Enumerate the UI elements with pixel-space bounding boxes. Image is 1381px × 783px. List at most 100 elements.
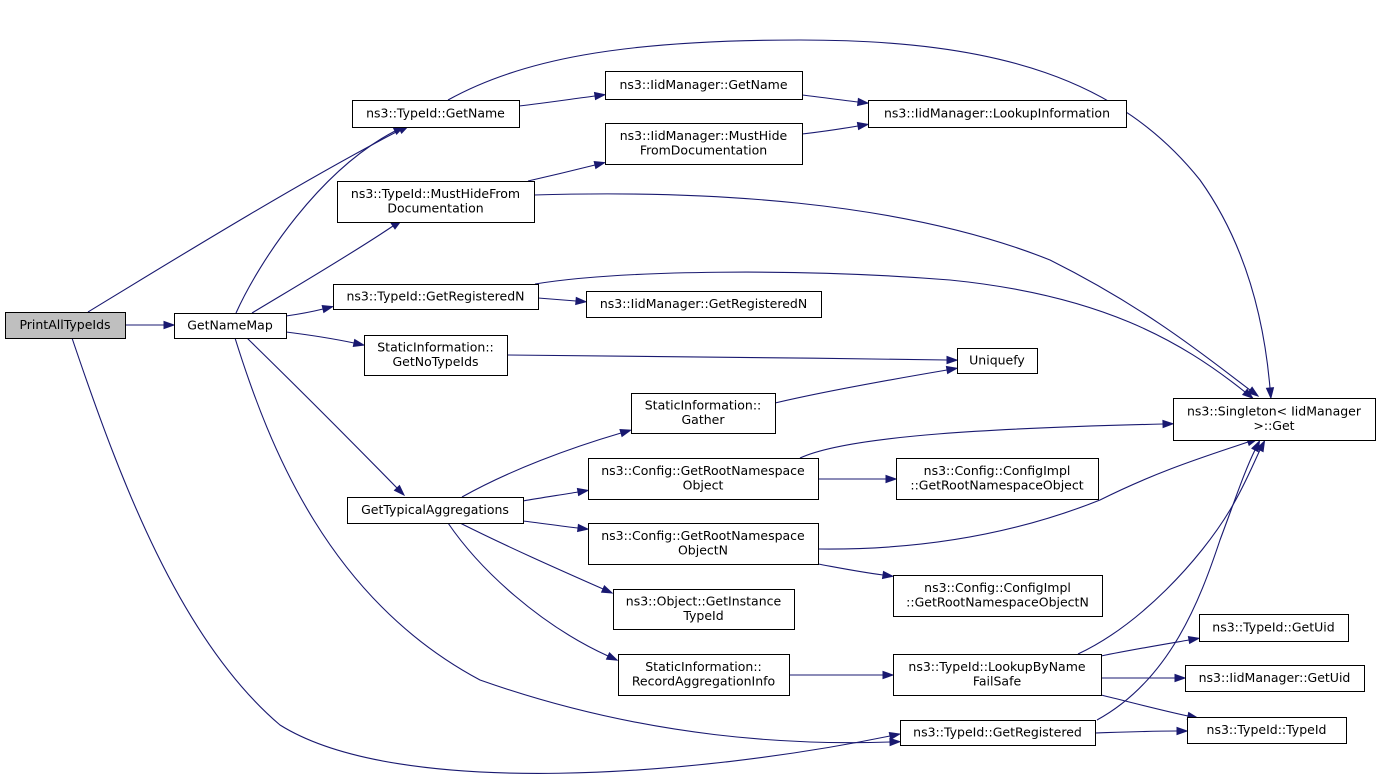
edge-line [1096,449,1256,721]
node-label-line: ns3::IidManager::GetName [619,77,787,92]
edge-line [801,125,859,135]
node-box[interactable] [588,458,819,500]
edge-line [447,522,609,657]
node-IidManager_GetRegisteredN[interactable]: ns3::IidManager::GetRegisteredN [586,291,822,318]
node-box[interactable] [352,100,520,128]
node-IidManager_MustHide[interactable]: ns3::IidManager::MustHideFromDocumentati… [605,123,803,165]
edge-line [518,95,596,107]
node-PrintAllTypeIds[interactable]: PrintAllTypeIds [5,312,126,339]
node-label-line: FailSafe [973,674,1022,689]
node-box[interactable] [333,284,539,310]
node-StaticInformation_Gather[interactable]: StaticInformation::Gather [631,393,776,434]
edge-StaticInformation_GetNoTypeIds-to-Uniquefy [506,354,959,365]
node-label-line: Object [683,478,724,493]
edge-TypeId_GetName-to-Singleton_Get [447,39,1275,400]
node-box[interactable] [613,589,795,630]
arrowhead [1162,419,1175,429]
edge-TypeId_GetRegistered-to-TypeId_TypeId [1094,726,1189,736]
node-label-line: ns3::Config::GetRootNamespace [601,528,805,543]
node-box[interactable] [605,123,803,165]
node-box[interactable] [364,335,508,376]
node-ConfigImpl_GetRootNamespaceObjectN[interactable]: ns3::Config::ConfigImpl::GetRootNamespac… [893,575,1103,617]
node-box[interactable] [605,71,803,100]
arrowhead [352,338,366,347]
node-Config_GetRootNamespaceObject[interactable]: ns3::Config::GetRootNamespaceObject [588,458,819,500]
edge-Config_GetRootNamespaceObject-to-ConfigImpl_GetRootNamespaceObject [817,474,898,484]
edge-line [506,354,948,361]
node-box[interactable] [631,393,776,434]
arrowhead [600,584,614,594]
edge-GetTypicalAggregations-to-StaticInformation_Gather [461,429,633,498]
node-IidManager_GetUid[interactable]: ns3::IidManager::GetUid [1185,665,1365,692]
node-TypeId_GetUid[interactable]: ns3::TypeId::GetUid [1199,614,1349,642]
node-Uniquefy[interactable]: Uniquefy [957,348,1038,374]
node-box[interactable] [868,100,1127,128]
edge-line [459,522,604,590]
node-IidManager_LookupInformation[interactable]: ns3::IidManager::LookupInformation [868,100,1127,128]
edge-line [285,331,355,344]
node-box[interactable] [347,497,524,524]
edge-line [774,369,948,404]
edge-Config_GetRootNamespaceObjectN-to-ConfigImpl_GetRootNamespaceObjectN [817,563,895,580]
edge-line [447,39,1271,389]
edge-GetNameMap-to-TypeId_GetRegisteredN [285,305,335,317]
node-Singleton_Get[interactable]: ns3::Singleton< IidManager>::Get [1173,398,1376,441]
node-box[interactable] [586,291,822,318]
edge-line [799,423,1164,459]
node-label-line: ns3::TypeId::MustHideFrom [351,186,520,201]
node-box[interactable] [588,523,819,565]
node-IidManager_GetName[interactable]: ns3::IidManager::GetName [605,71,803,100]
node-StaticInformation_GetNoTypeIds[interactable]: StaticInformation::GetNoTypeIds [364,335,508,376]
arrowhead [163,320,176,330]
node-ConfigImpl_GetRootNamespaceObject[interactable]: ns3::Config::ConfigImpl::GetRootNamespac… [896,458,1099,500]
edge-line [235,130,396,314]
edge-line [1077,449,1261,655]
node-box[interactable] [900,720,1096,746]
node-TypeId_GetName[interactable]: ns3::TypeId::GetName [352,100,520,128]
node-label-line: FromDocumentation [640,143,767,158]
edge-line [461,432,622,498]
node-Config_GetRootNamespaceObjectN[interactable]: ns3::Config::GetRootNamespaceObjectN [588,523,819,565]
edge-line [285,308,324,317]
node-box[interactable] [618,654,790,696]
node-StaticInformation_RecordAggregationInfo[interactable]: StaticInformation::RecordAggregationInfo [618,654,790,696]
arrowhead [1187,635,1201,645]
node-label-line: ns3::IidManager::GetRegisteredN [600,296,807,311]
edge-StaticInformation_RecordAggregationInfo-to-TypeId_LookupByNameFailSafe [788,670,895,680]
node-box[interactable] [1185,665,1365,692]
edge-line [817,563,884,576]
edge-StaticInformation_Gather-to-Uniquefy [774,365,959,404]
arrowhead [889,737,902,747]
edge-TypeId_MustHide-to-IidManager_MustHide [527,161,607,182]
node-TypeId_GetRegistered[interactable]: ns3::TypeId::GetRegistered [900,720,1096,746]
node-box[interactable] [5,312,126,339]
node-box[interactable] [1199,614,1349,642]
arrowhead [575,296,588,306]
node-label-line: >::Get [1253,418,1294,433]
node-box[interactable] [1187,717,1347,744]
node-GetNameMap[interactable]: GetNameMap [174,313,287,339]
node-box[interactable] [893,575,1103,617]
node-box[interactable] [1173,398,1376,441]
node-box[interactable] [896,458,1099,500]
arrowhead [576,487,590,497]
node-TypeId_TypeId[interactable]: ns3::TypeId::TypeId [1187,717,1347,744]
node-TypeId_GetRegisteredN[interactable]: ns3::TypeId::GetRegisteredN [333,284,539,310]
node-box[interactable] [174,313,287,339]
node-label-line: ns3::Config::ConfigImpl [924,463,1071,478]
edge-TypeId_GetRegistered-to-Singleton_Get [1096,439,1261,721]
node-GetTypicalAggregations[interactable]: GetTypicalAggregations [347,497,524,524]
node-box[interactable] [337,181,535,223]
edge-GetTypicalAggregations-to-Object_GetInstanceTypeId [459,522,614,594]
node-box[interactable] [957,348,1038,374]
node-label-line: StaticInformation:: [645,659,762,674]
node-label-line: GetNameMap [187,317,273,332]
node-box[interactable] [893,654,1102,696]
node-label-line: StaticInformation:: [377,340,494,355]
arrowhead [593,91,607,101]
node-label-line: TypeId [682,608,723,623]
